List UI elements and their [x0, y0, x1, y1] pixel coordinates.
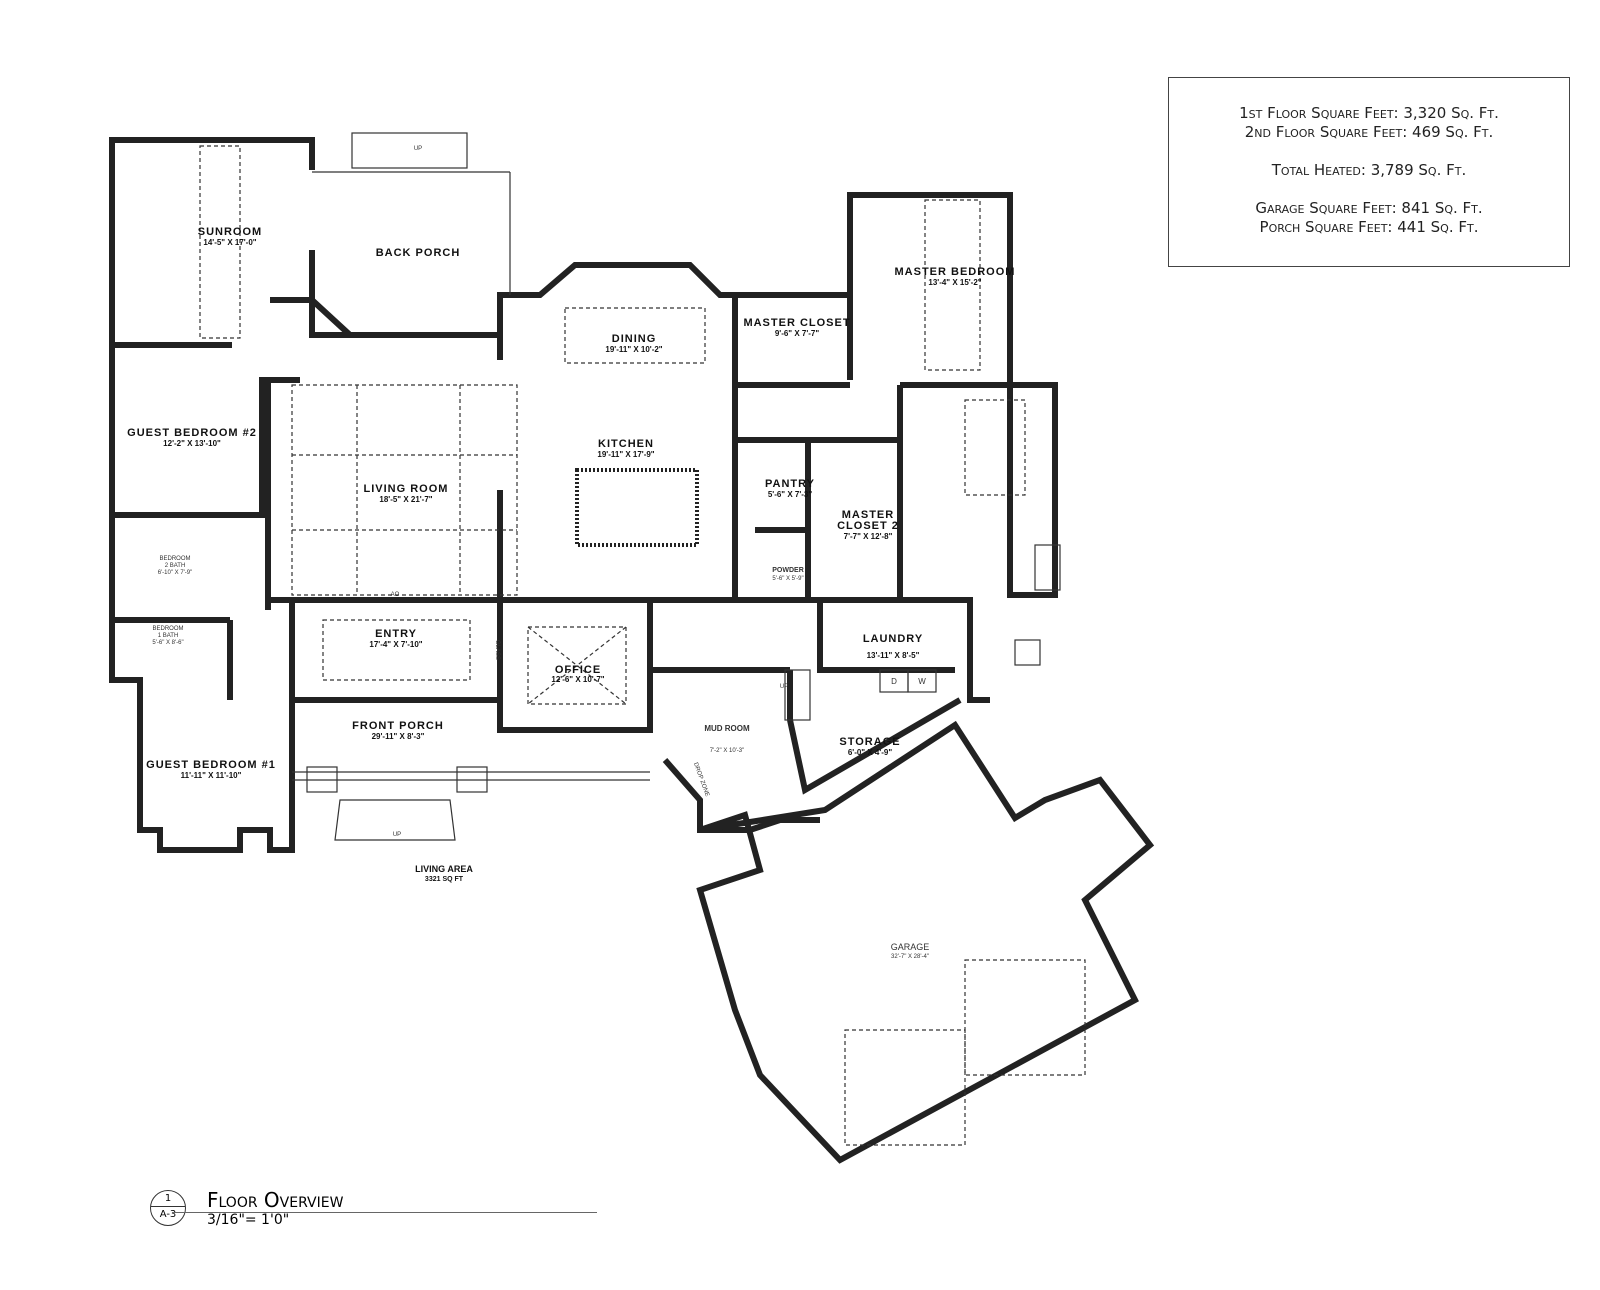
room-mud-room-dims: 7'-2" X 10'-3": [710, 748, 745, 754]
room-garage-name: GARAGE: [891, 942, 930, 952]
room-office-dims: 12'-6" X 10'-7": [551, 675, 604, 684]
room-dining-dims: 19'-11" X 10'-2": [605, 345, 662, 354]
room-front-porch-dims: 29'-11" X 8'-3": [372, 732, 425, 741]
room-office-name: OFFICE: [555, 664, 601, 676]
first-floor-sqft: 1st Floor Square Feet: 3,320 Sq. Ft.: [1239, 104, 1499, 122]
room-guest-bedroom-1-name: GUEST BEDROOM #1: [146, 759, 276, 771]
room-master-closet-2-dims: 7'-7" X 12'-8": [844, 532, 893, 541]
room-dining-name: DINING: [612, 333, 657, 345]
back-steps-up-label: UP: [414, 146, 422, 152]
room-powder-name: POWDER: [772, 567, 804, 574]
room-laundry-dims: 13'-11" X 8'-5": [867, 651, 920, 660]
room-master-bedroom-dims: 13'-4" X 15'-2": [928, 278, 981, 287]
room-master-closet-2-name2: CLOSET 2: [837, 520, 899, 532]
room-pantry-name: PANTRY: [765, 478, 815, 490]
room-back-porch-name: BACK PORCH: [376, 247, 461, 259]
room-guest-bedroom-1-dims: 11'-11" X 11'-10": [181, 771, 242, 780]
room-kitchen-dims: 19'-11" X 17'-9": [597, 450, 654, 459]
room-bedroom-1-bath-dims: 5'-6" X 8'-6": [152, 640, 183, 646]
glass-label: GLASS: [494, 640, 500, 660]
drawing-number: 1: [164, 1193, 172, 1204]
sheet-reference-badge: 1 A-3: [150, 1190, 186, 1226]
stairs-up-label: UP: [780, 684, 788, 690]
room-guest-bedroom-2-name: GUEST BEDROOM #2: [127, 427, 257, 439]
kitchen-island: [575, 468, 699, 547]
garage-sqft: Garage Square Feet: 841 Sq. Ft.: [1255, 199, 1483, 217]
living-area-label: LIVING AREA: [415, 864, 473, 874]
room-bedroom-2-bath-name1: BEDROOM: [159, 556, 190, 562]
room-mud-room-name: MUD ROOM: [704, 724, 750, 733]
title-underline: [172, 1212, 597, 1213]
room-living-room-name: LIVING ROOM: [364, 483, 449, 495]
room-bedroom-1-bath-name2: 1 BATH: [158, 633, 179, 639]
room-guest-bedroom-2-dims: 12'-2" X 13'-10": [163, 439, 221, 448]
living-room-coffer-grid: [291, 384, 518, 596]
porch-sqft: Porch Square Feet: 441 Sq. Ft.: [1259, 218, 1479, 236]
room-kitchen-name: KITCHEN: [598, 438, 654, 450]
room-garage-dims: 32'-7" X 28'-4": [891, 954, 929, 960]
room-entry-name: ENTRY: [375, 628, 417, 640]
fixtures: [199, 132, 1086, 1146]
room-labels: SUNROOM 14'-5" X 17'-0" BACK PORCH UP GU…: [127, 146, 1016, 960]
total-heated-sqft: Total Heated: 3,789 Sq. Ft.: [1271, 161, 1467, 179]
room-bedroom-2-bath-name2: 2 BATH: [165, 563, 186, 569]
room-master-bedroom-name: MASTER BEDROOM: [895, 266, 1016, 278]
drawing-scale: 3/16"= 1'0": [207, 1212, 290, 1228]
room-bedroom-1-bath-name1: BEDROOM: [152, 626, 183, 632]
room-master-closet-name: MASTER CLOSET: [743, 317, 850, 329]
room-powder-dims: 5'-6" X 5'-9": [772, 576, 803, 582]
drawing-title: Floor Overview: [207, 1188, 344, 1212]
second-floor-sqft: 2nd Floor Square Feet: 469 Sq. Ft.: [1244, 123, 1494, 141]
room-storage-name: STORAGE: [839, 736, 900, 748]
ao-label-living: AO: [391, 592, 400, 598]
walls: [109, 137, 1155, 1164]
washer-label: W: [918, 677, 926, 686]
square-footage-summary: 1st Floor Square Feet: 3,320 Sq. Ft. 2nd…: [1168, 77, 1570, 267]
room-sunroom-dims: 14'-5" X 17'-0": [203, 238, 256, 247]
dryer-label: D: [891, 677, 897, 686]
living-area-sqft: 3321 SQ FT: [425, 876, 464, 883]
sheet-number: A-3: [151, 1206, 185, 1222]
room-pantry-dims: 5'-6" X 7'-3": [768, 490, 813, 499]
room-entry-dims: 17'-4" X 7'-10": [369, 640, 422, 649]
front-steps-up-label: UP: [393, 832, 401, 838]
room-sunroom-name: SUNROOM: [198, 226, 262, 238]
room-laundry-name: LAUNDRY: [863, 633, 923, 645]
room-bedroom-2-bath-dims: 6'-10" X 7'-9": [158, 570, 193, 576]
room-living-room-dims: 18'-5" X 21'-7": [379, 495, 432, 504]
room-front-porch-name: FRONT PORCH: [352, 720, 444, 732]
room-master-closet-dims: 9'-6" X 7'-7": [775, 329, 820, 338]
room-storage-dims: 6'-0" X 4'-9": [848, 748, 893, 757]
room-master-closet-2-name1: MASTER: [842, 509, 894, 521]
